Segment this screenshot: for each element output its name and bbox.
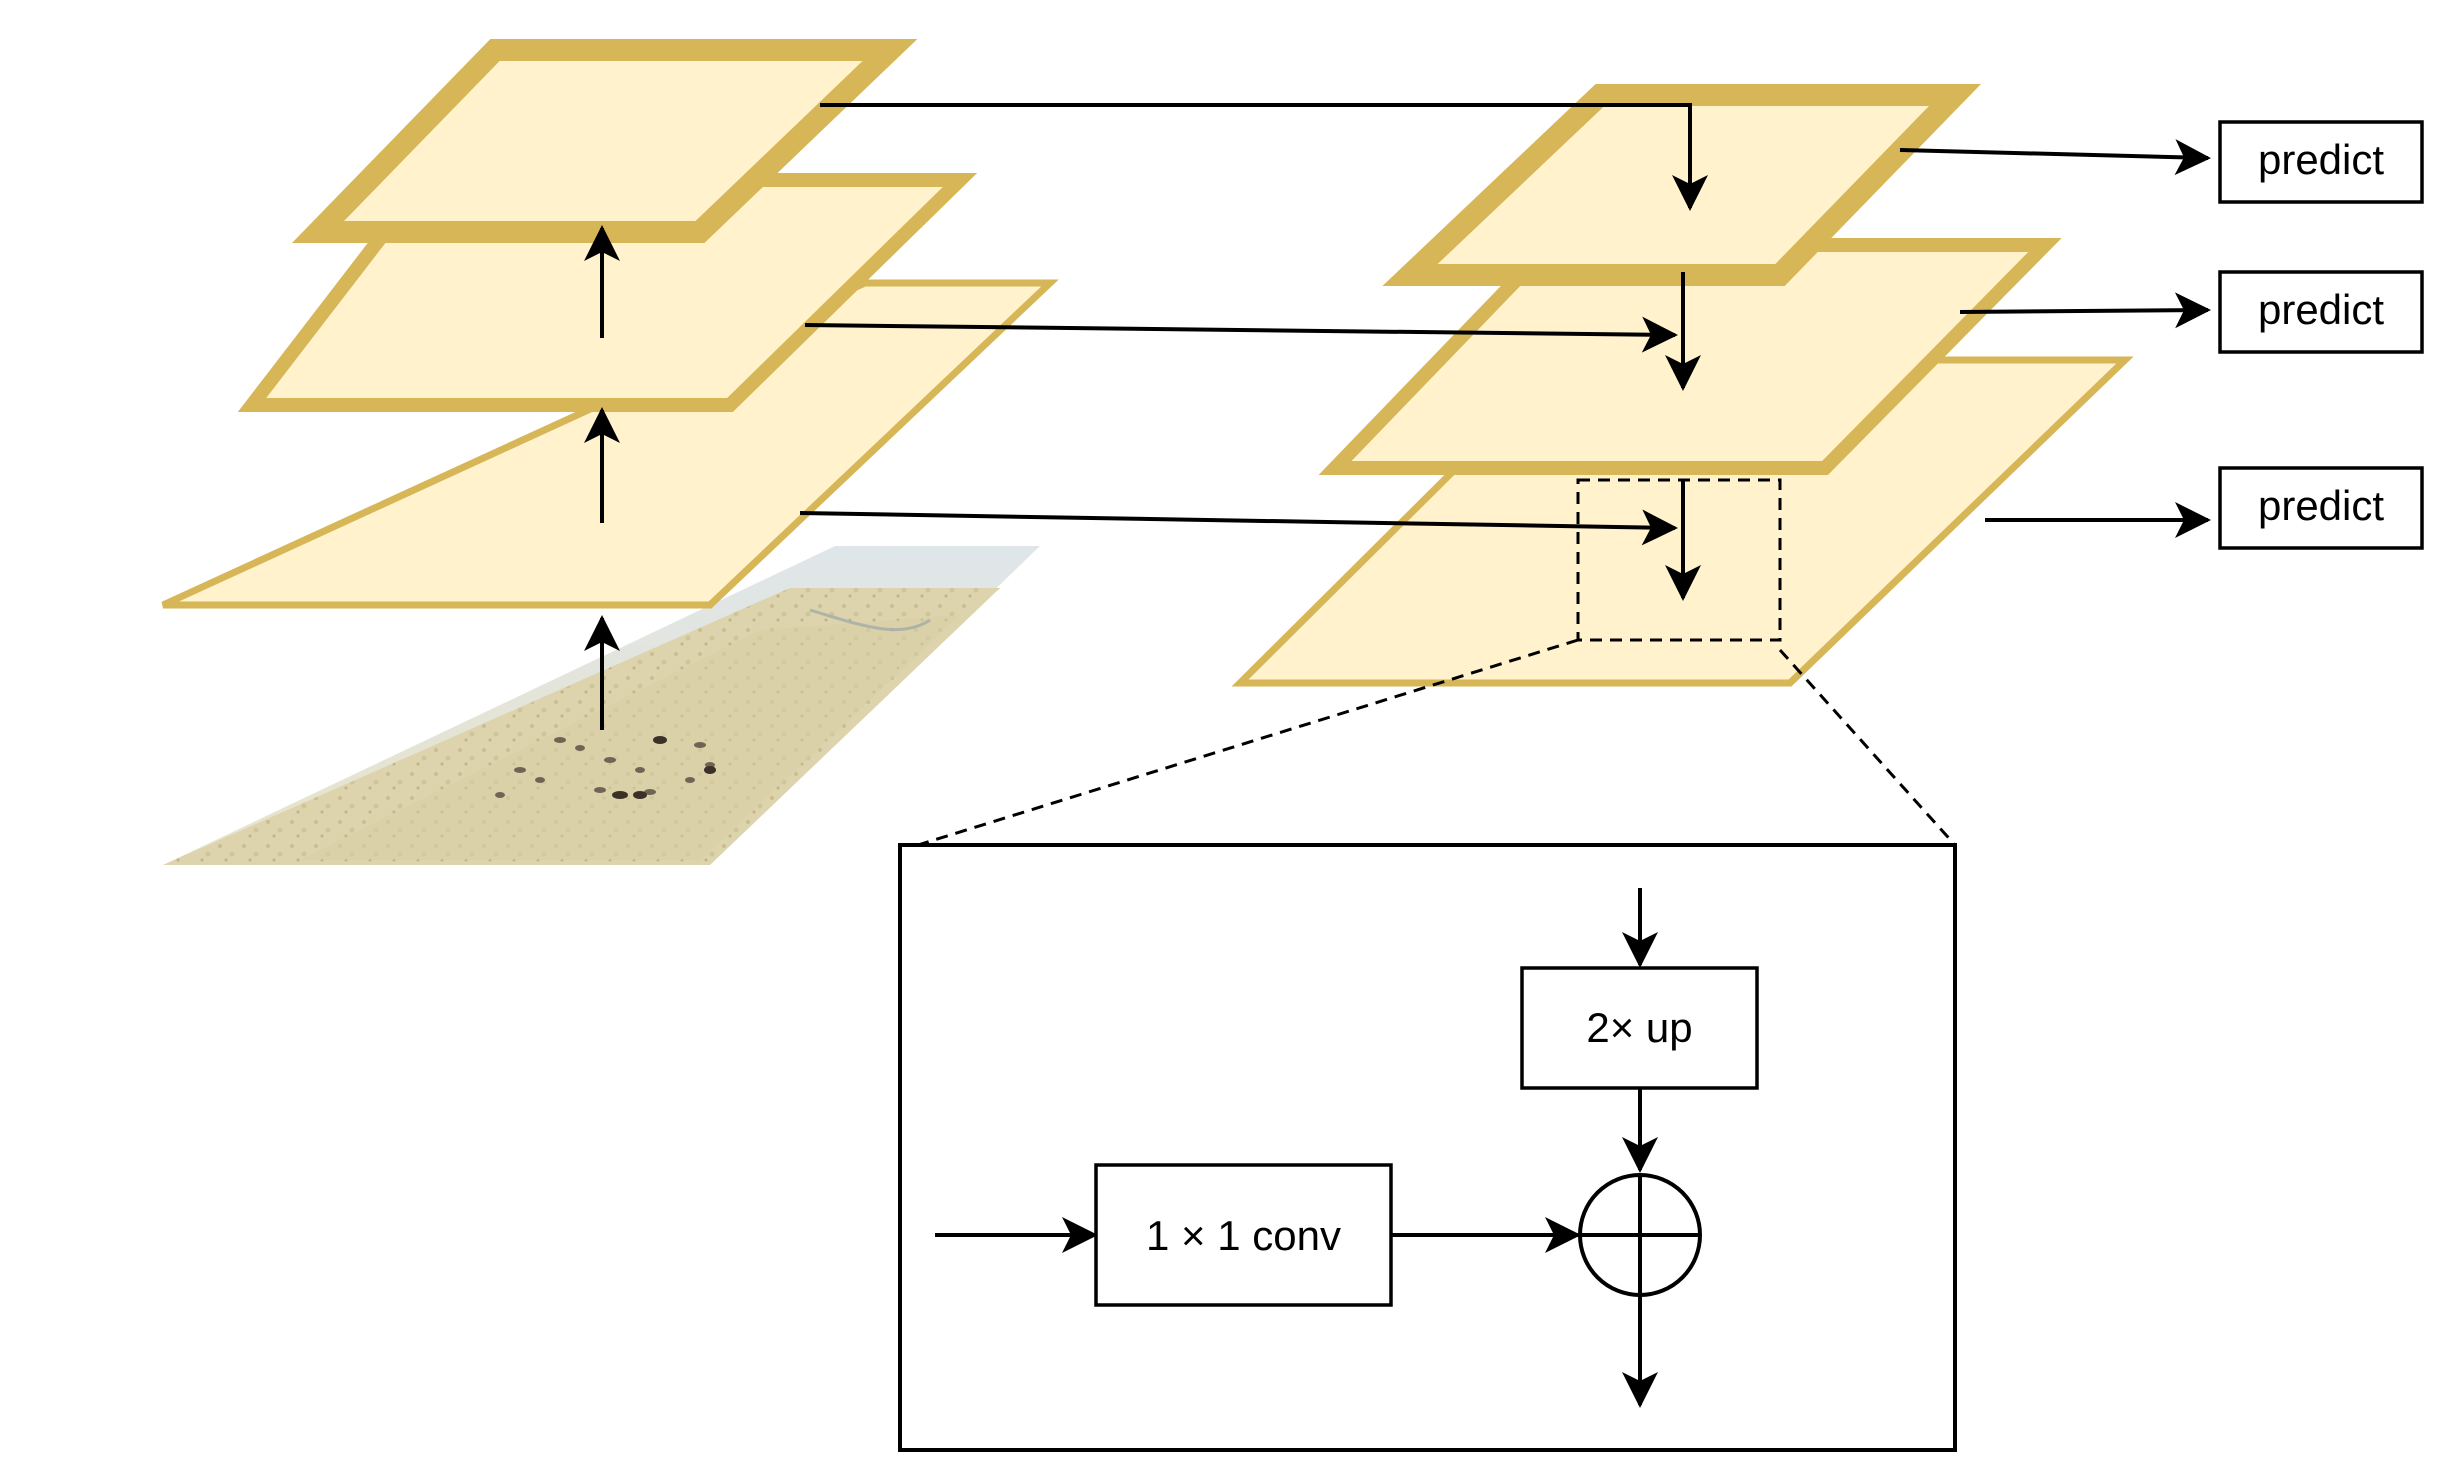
upsample-label: 2× up	[1586, 1004, 1692, 1051]
detail-frame	[898, 843, 1957, 1452]
predict-box-bottom: predict	[2218, 466, 2424, 550]
conv-box: 1 × 1 conv	[1094, 1163, 1393, 1307]
circle-plus-icon	[1578, 1173, 1702, 1297]
sheep-flock	[495, 737, 715, 798]
top-down-pyramid	[1231, 84, 2134, 687]
lateral-bottom	[799, 509, 1678, 546]
top-level-plane	[291, 39, 918, 243]
detail-region-marker	[1576, 478, 1782, 642]
predict-outputs: predict predict predict	[1899, 120, 2424, 550]
predict-label-bottom: predict	[2258, 482, 2384, 529]
detail-block: 2× up 1 × 1 conv	[898, 843, 1957, 1452]
predict-box-middle: predict	[2218, 270, 2424, 354]
bottom-up-pyramid	[161, 39, 1059, 730]
zoom-line-right	[1778, 648, 1957, 847]
arrow-to-predict-top	[1899, 139, 2211, 176]
lateral-connections	[799, 103, 1708, 546]
zoom-line-left	[917, 638, 1579, 847]
conv-label: 1 × 1 conv	[1146, 1212, 1341, 1259]
lateral-middle	[804, 316, 1678, 353]
arrow-to-predict-middle	[1959, 292, 2211, 329]
upsample-box: 2× up	[1520, 966, 1759, 1090]
predict-box-top: predict	[2218, 120, 2424, 204]
lateral-top	[820, 103, 1708, 211]
predict-label-middle: predict	[2258, 286, 2384, 333]
predict-label-top: predict	[2258, 136, 2384, 183]
bottom-level-plane	[161, 279, 1059, 609]
dark-sheep	[612, 736, 716, 799]
